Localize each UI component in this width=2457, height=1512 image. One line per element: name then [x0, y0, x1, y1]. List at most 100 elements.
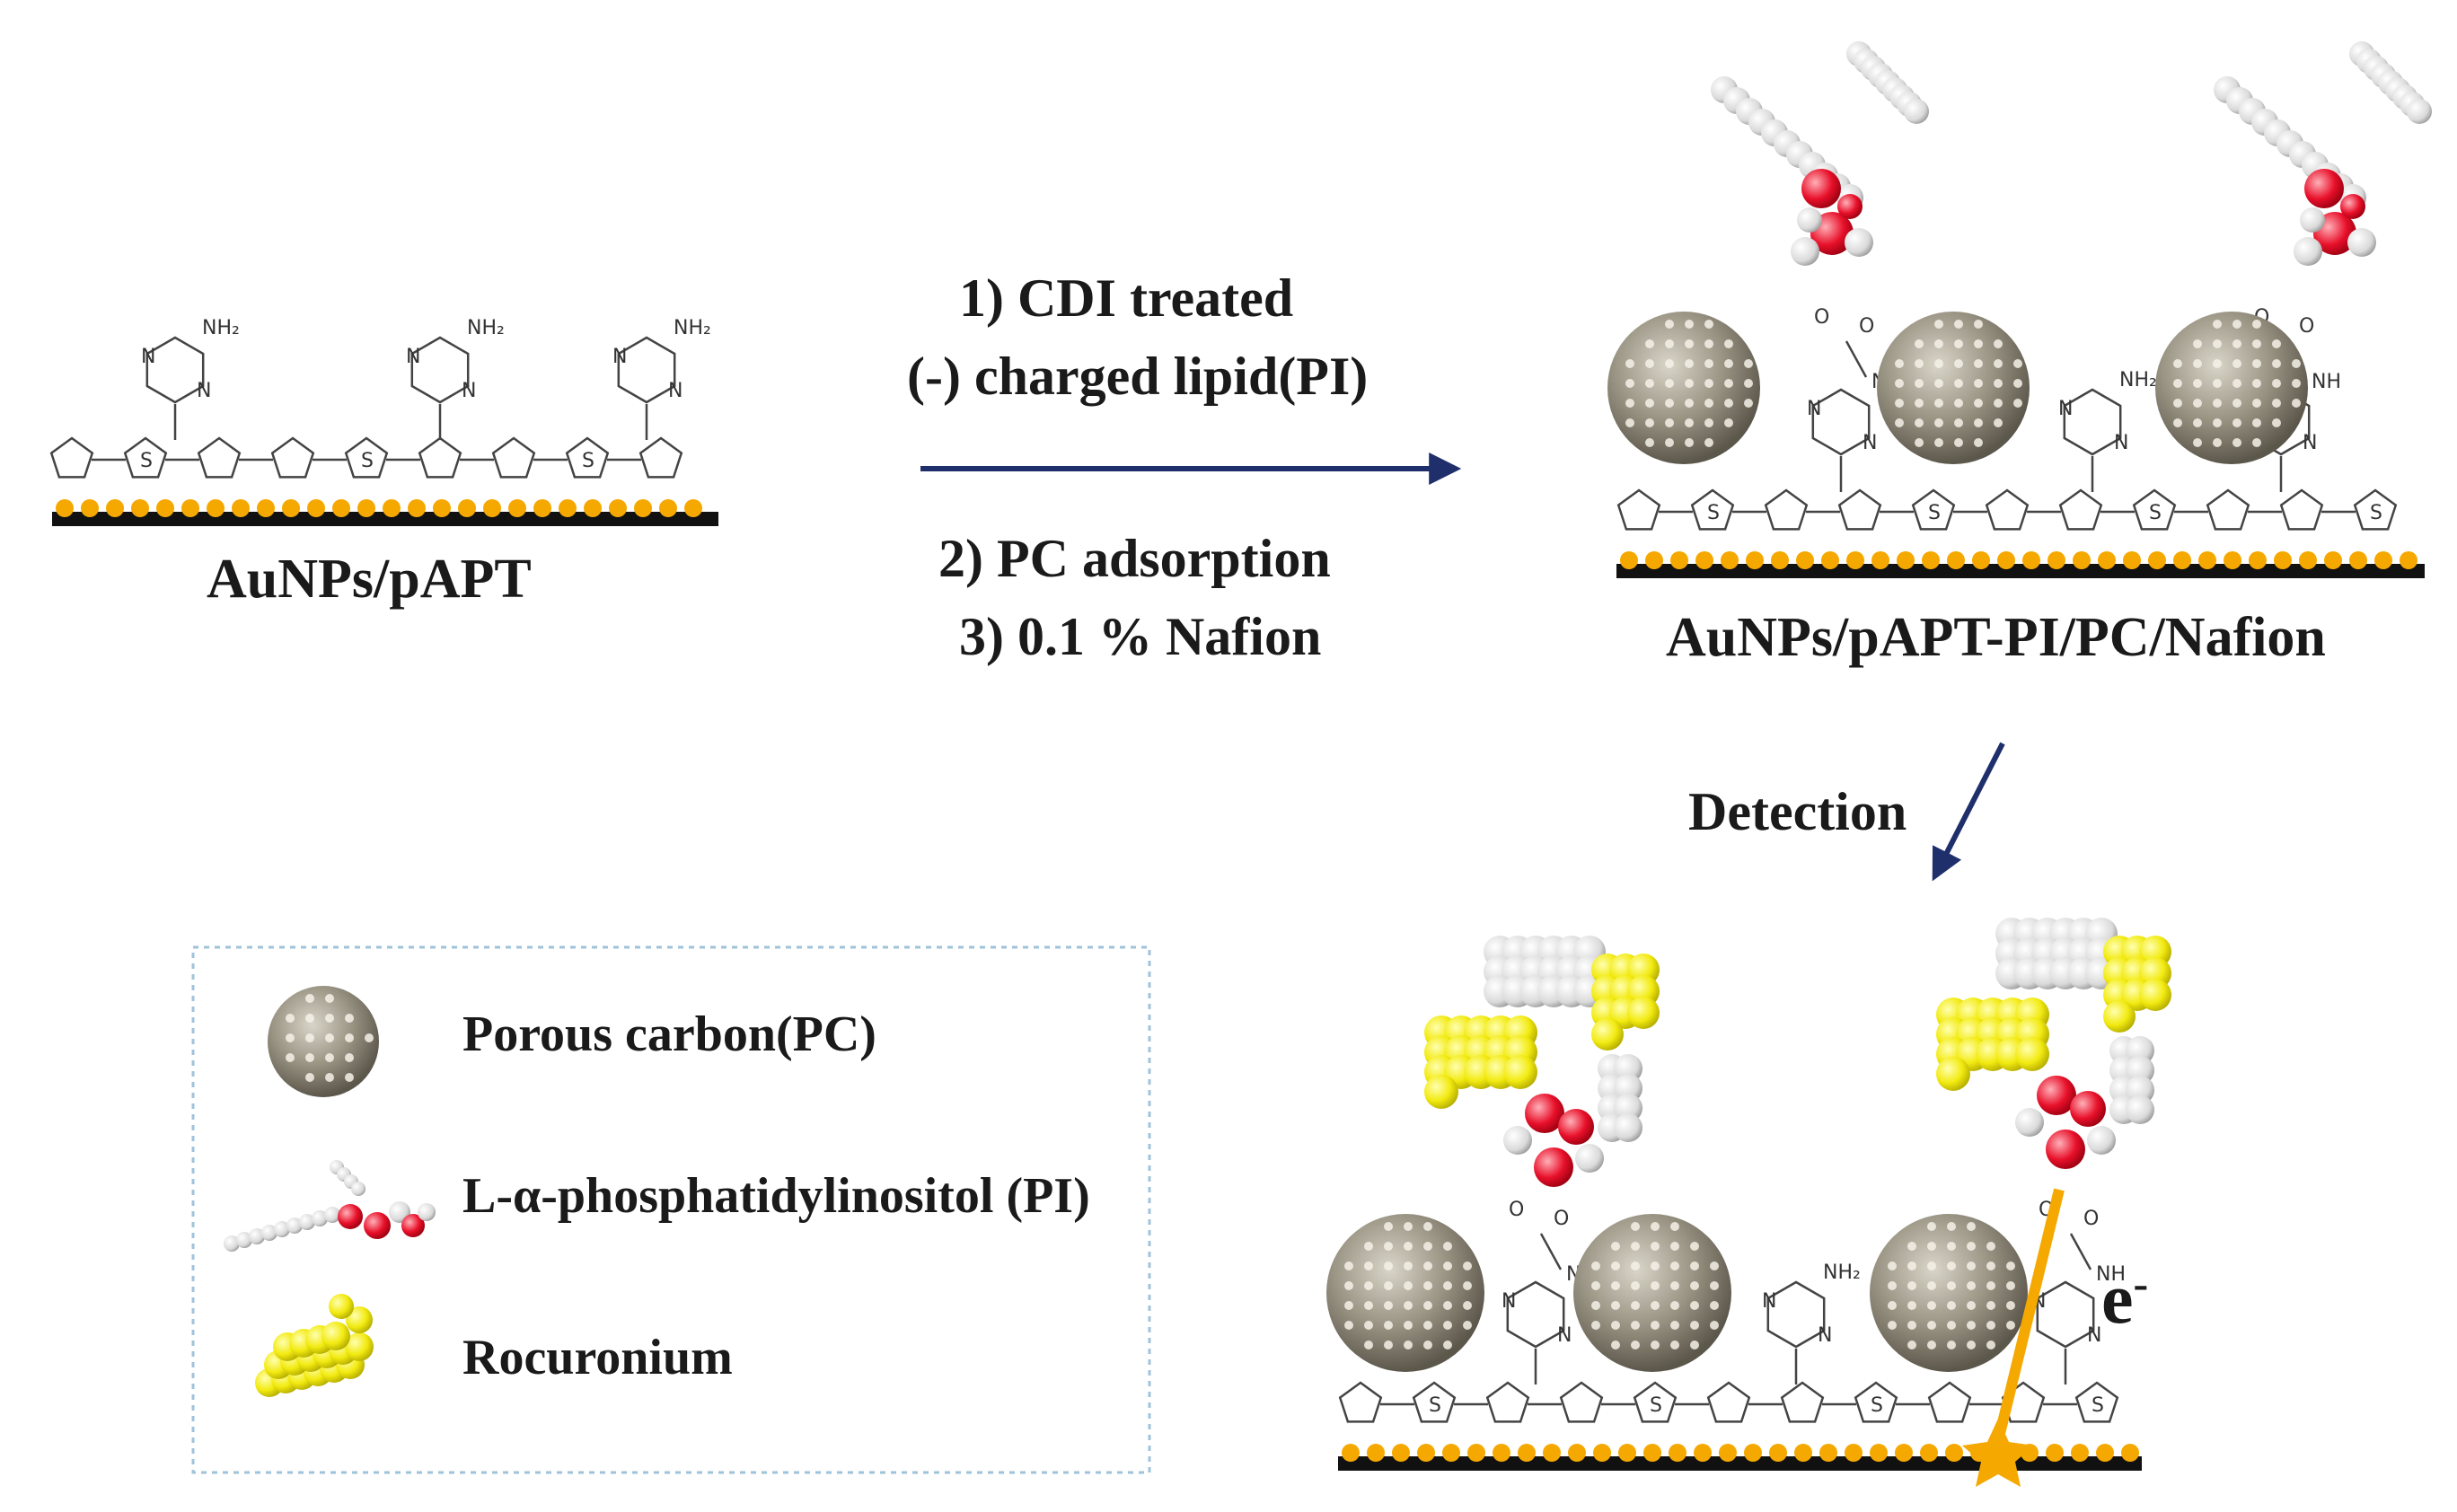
pore-dot: [1927, 1341, 1936, 1349]
gold-nanoparticle: [1669, 1444, 1686, 1462]
pore-dot: [1364, 1341, 1373, 1349]
atom-sphere: [364, 1212, 391, 1239]
pore-dot: [1907, 1242, 1916, 1251]
pore-dot: [2013, 379, 2022, 388]
pore-dot: [325, 1033, 334, 1042]
detection-label: Detection: [1688, 782, 1907, 841]
atom-sphere: [321, 1322, 350, 1350]
atom-sphere: [2139, 979, 2171, 1011]
thiophene-ring: [1338, 1381, 1383, 1423]
pore-dot: [2006, 1321, 2015, 1330]
pore-dot: [305, 1053, 314, 1062]
gold-nanoparticle: [1846, 551, 1864, 569]
pore-dot: [1625, 359, 1634, 368]
pore-dot: [1994, 418, 2003, 427]
gold-nanoparticle: [1417, 1444, 1435, 1462]
pore-dot: [1670, 1242, 1679, 1251]
pore-dot: [2006, 1301, 2015, 1310]
pore-dot: [1404, 1341, 1413, 1349]
thiophene-ring: [1985, 488, 2030, 531]
pore-dot: [1591, 1281, 1600, 1290]
nitrogen-atom: N: [1557, 1324, 1572, 1347]
pore-dot: [1625, 379, 1634, 388]
atom-sphere: [329, 1294, 354, 1319]
sulfur-atom: S: [2370, 502, 2382, 524]
pore-dot: [1974, 320, 1983, 329]
pore-dot: [2232, 320, 2241, 329]
pore-dot: [286, 1053, 295, 1062]
pore-dot: [2252, 399, 2261, 408]
pore-dot: [1927, 1281, 1936, 1290]
atom-sphere: [261, 1225, 277, 1241]
pore-dot: [1895, 359, 1904, 368]
pore-dot: [286, 1033, 295, 1042]
pore-dot: [1423, 1242, 1432, 1251]
sulfur-atom: S: [1707, 502, 1720, 524]
pore-dot: [2193, 379, 2202, 388]
pore-dot: [2272, 418, 2281, 427]
pore-dot: [1710, 1261, 1719, 1270]
atom-sphere: [236, 1232, 252, 1248]
gold-nanoparticle: [1746, 551, 1764, 569]
pore-dot: [1685, 339, 1694, 348]
atom-sphere: [1503, 1126, 1532, 1155]
pore-dot: [1651, 1321, 1660, 1330]
pore-dot: [1947, 1261, 1956, 1270]
pore-dot: [2213, 438, 2222, 447]
gold-nanoparticle: [634, 499, 652, 517]
pore-dot: [1625, 399, 1634, 408]
sulfur-atom: S: [1871, 1394, 1883, 1417]
thiophene-ring: [2058, 488, 2103, 531]
nitrogen-atom: N: [612, 346, 627, 368]
thiophene-ring: [2353, 488, 2398, 531]
atom-sphere: [1904, 99, 1929, 124]
gold-nanoparticle: [1721, 551, 1739, 569]
pore-dot: [1927, 1321, 1936, 1330]
pore-dot: [1895, 379, 1904, 388]
pyrimidine-ring: [410, 336, 470, 404]
pore-dot: [2213, 320, 2222, 329]
atom-sphere: [2015, 1037, 2049, 1071]
atom-sphere: [2340, 194, 2365, 219]
atom-sphere: [312, 1210, 328, 1226]
amine-group: NH₂: [467, 317, 505, 339]
pore-dot: [1724, 418, 1733, 427]
gold-nanoparticle: [2249, 551, 2267, 569]
thiophene-ring: [270, 436, 315, 479]
sphere-body: [1877, 312, 2030, 464]
pore-dot: [1443, 1321, 1452, 1330]
pore-dot: [1934, 339, 1943, 348]
pore-dot: [2252, 359, 2261, 368]
gold-nanoparticle: [2123, 551, 2141, 569]
atom-sphere: [1614, 1094, 1642, 1122]
pore-dot: [1954, 379, 1963, 388]
pore-dot: [1665, 399, 1674, 408]
pore-dot: [1704, 418, 1713, 427]
gold-nanoparticle: [1442, 1444, 1460, 1462]
pore-dot: [2252, 379, 2261, 388]
pore-dot: [2006, 1261, 2015, 1270]
pore-dot: [1651, 1341, 1660, 1349]
pore-dot: [1665, 320, 1674, 329]
oxygen-atom: O: [2299, 315, 2314, 338]
pore-dot: [2193, 399, 2202, 408]
pore-dot: [1670, 1301, 1679, 1310]
pore-dot: [305, 1033, 314, 1042]
pore-dot: [325, 1014, 334, 1023]
pore-dot: [1670, 1281, 1679, 1290]
pyrimidine-ring: [145, 336, 205, 404]
pore-dot: [2272, 379, 2281, 388]
gold-nanoparticle: [659, 499, 677, 517]
gold-nanoparticle: [156, 499, 174, 517]
pore-dot: [1710, 1321, 1719, 1330]
electrode-bar: [1616, 564, 2425, 578]
pore-dot: [1685, 379, 1694, 388]
gold-nanoparticle: [2073, 551, 2091, 569]
gold-nanoparticle: [2299, 551, 2317, 569]
pore-dot: [286, 1014, 295, 1023]
lipid-rocuronium-atoms: [1424, 936, 1660, 1187]
nitrogen-atom: N: [462, 380, 476, 402]
pore-dot: [2213, 359, 2222, 368]
electron-transfer-star-icon: [1962, 1419, 2034, 1487]
gold-nanoparticle: [2374, 551, 2392, 569]
